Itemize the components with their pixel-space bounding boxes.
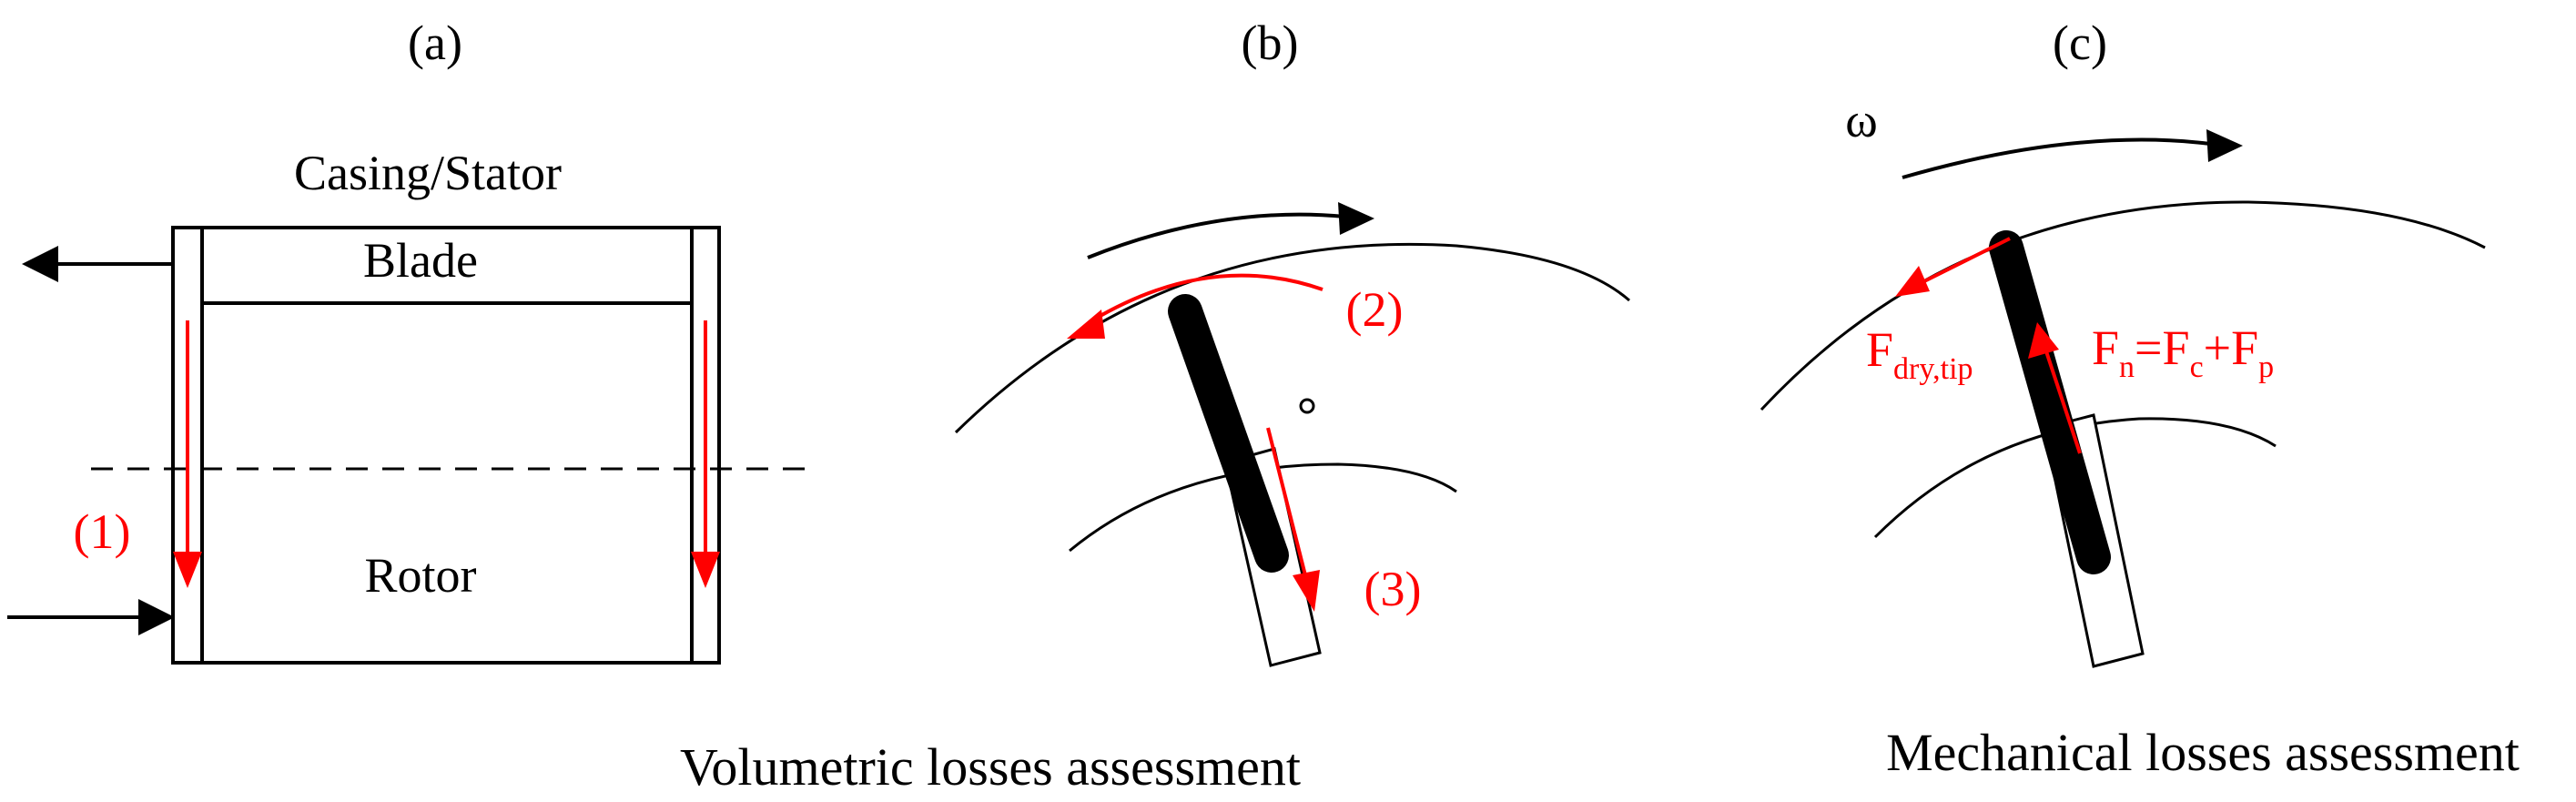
- leakage-3-arrowhead: [1293, 570, 1320, 612]
- panel-c: (c) ω Fdry,tip Fn=Fc+Fp: [1760, 15, 2486, 668]
- leakage-3-label: (3): [1364, 562, 1422, 616]
- friction-force-label: Fdry,tip: [1866, 322, 1973, 386]
- stator-arc-c: [1760, 200, 2486, 411]
- casing-stator-label: Casing/Stator: [294, 146, 562, 200]
- friction-force-arrowhead: [1895, 266, 1930, 297]
- vane-c: [1989, 230, 2111, 574]
- normal-force-label: Fn=Fc+Fp: [2092, 320, 2274, 384]
- blade-label: Blade: [363, 233, 478, 288]
- panel-a-label: (a): [408, 15, 462, 70]
- friction-force-arrow: [1922, 237, 2011, 284]
- panel-b: (b) (2) (3): [954, 15, 1630, 667]
- inlet-arrow: [7, 599, 175, 635]
- normal-force-arrowhead: [2028, 322, 2059, 359]
- leakage-2-label: (2): [1346, 282, 1404, 337]
- vane: [1168, 294, 1289, 573]
- pivot-circle: [1299, 398, 1315, 414]
- panel-b-label: (b): [1242, 15, 1299, 70]
- rotor-arc: [1069, 462, 1457, 553]
- rotor-arc-c: [1873, 417, 2277, 539]
- volumetric-caption: Volumetric losses assessment: [680, 737, 1301, 797]
- panel-c-label: (c): [2053, 15, 2107, 70]
- outlet-arrow: [22, 246, 173, 282]
- leakage-arrow-right: [691, 320, 720, 588]
- leakage-arrow-left: [173, 320, 202, 588]
- panel-a: (a) Casing/Stator Blade Rotor: [7, 15, 806, 665]
- omega-label: ω: [1845, 93, 1878, 147]
- rotation-arrowhead-c: [2206, 129, 2243, 162]
- rotation-arrow: [1087, 212, 1346, 259]
- leakage-2-arrow: [1090, 273, 1323, 322]
- leakage-3-arrow: [1266, 427, 1307, 576]
- mechanical-caption: Mechanical losses assessment: [1886, 723, 2520, 782]
- leakage-2-arrowhead: [1067, 310, 1105, 339]
- rotation-arrow-c: [1902, 137, 2211, 179]
- normal-force-arrow: [2044, 350, 2082, 454]
- casing-outline: [171, 226, 721, 665]
- stator-arc: [954, 242, 1630, 434]
- rotor-label: Rotor: [364, 548, 476, 603]
- leakage-1-label: (1): [74, 504, 131, 559]
- rotation-arrowhead: [1338, 202, 1374, 235]
